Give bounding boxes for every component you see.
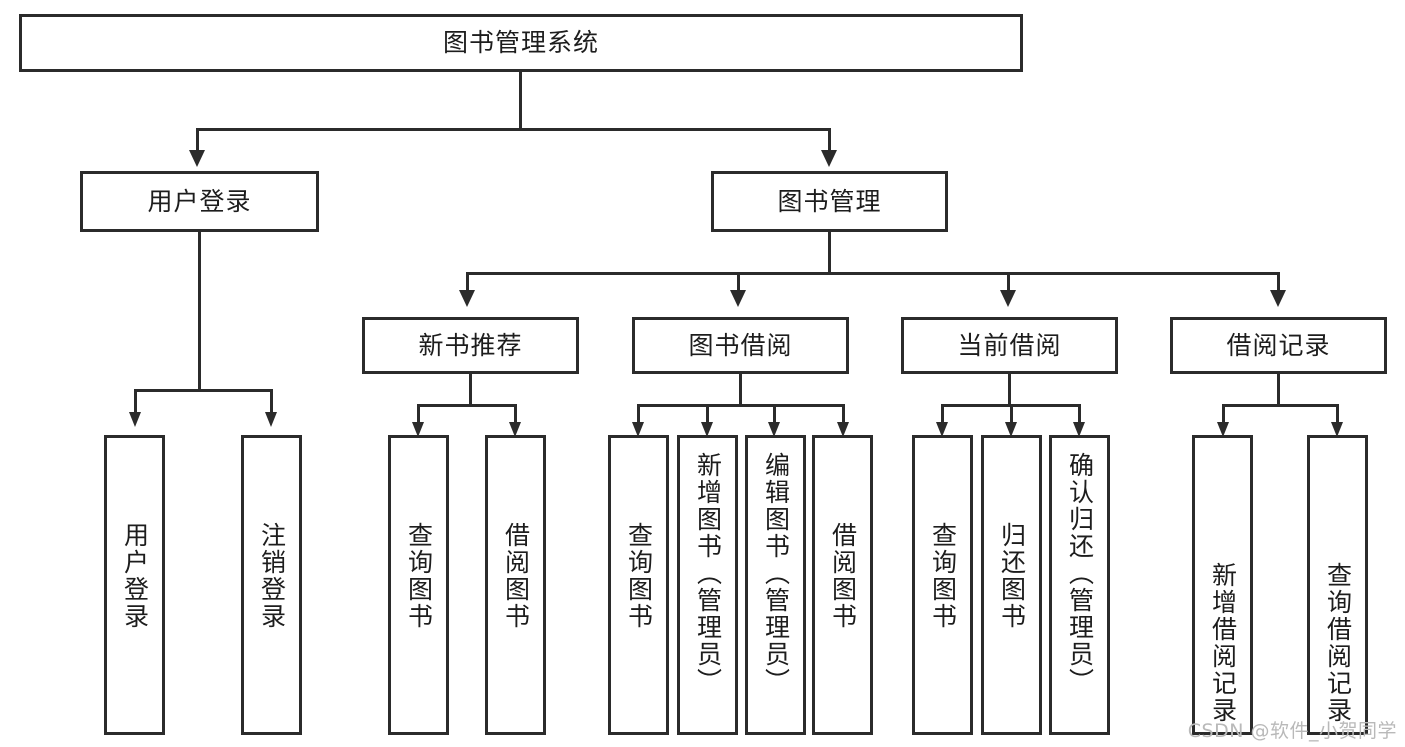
leaf-current-borrow-return-book[interactable]: 归还图书: [981, 435, 1042, 735]
leaf-user-login-user-login[interactable]: 用户登录: [104, 435, 165, 735]
arrow-cb-to-leaf-1: [936, 422, 948, 437]
connector-user-login-to-leaf-2: [270, 389, 273, 415]
connector-cb-to-leaf-1: [941, 404, 944, 426]
connector-bm-to-new-book: [466, 272, 469, 294]
leaf-label: 新增借阅记录: [1208, 562, 1238, 724]
connector-br-to-leaf-2: [1336, 404, 1339, 426]
node-new-book-recommend[interactable]: 新书推荐: [362, 317, 579, 374]
node-label: 图书管理系统: [442, 28, 599, 58]
leaf-book-borrow-add-book-admin[interactable]: 新增图书（管理员）: [677, 435, 738, 735]
connector-root-to-user-login: [196, 128, 199, 154]
arrow-root-to-user-login: [189, 150, 205, 167]
node-borrow-records[interactable]: 借阅记录: [1170, 317, 1387, 374]
connector-book-management-bus: [466, 272, 1280, 275]
arrow-bm-to-borrow-records: [1270, 290, 1286, 307]
connector-root-bus: [196, 128, 831, 131]
node-current-borrow[interactable]: 当前借阅: [901, 317, 1118, 374]
node-user-login[interactable]: 用户登录: [80, 171, 319, 232]
arrow-bm-to-current-borrow: [1000, 290, 1016, 307]
connector-new-book-bus: [417, 404, 516, 407]
leaf-label: 借阅图书: [828, 522, 858, 630]
connector-new-book-stem: [469, 374, 472, 406]
node-root-book-management-system[interactable]: 图书管理系统: [19, 14, 1023, 72]
node-book-borrow[interactable]: 图书借阅: [632, 317, 849, 374]
watermark-text: CSDN @软件_小贺同学: [1187, 720, 1397, 742]
connector-current-borrow-stem: [1008, 374, 1011, 406]
leaf-label: 借阅图书: [501, 522, 531, 630]
leaf-label: 确认归还（管理员）: [1065, 452, 1095, 695]
connector-root-to-book-management: [828, 128, 831, 154]
leaf-label: 归还图书: [997, 522, 1027, 630]
arrow-user-login-to-leaf-2: [265, 412, 277, 427]
node-label: 图书借阅: [688, 330, 793, 360]
connector-cb-to-leaf-2: [1010, 404, 1013, 426]
leaf-current-borrow-confirm-return-admin[interactable]: 确认归还（管理员）: [1049, 435, 1110, 735]
arrow-bb-to-leaf-3: [768, 422, 780, 437]
leaf-label: 注销登录: [257, 522, 287, 630]
arrow-bb-to-leaf-1: [632, 422, 644, 437]
arrow-new-book-to-leaf-1: [412, 422, 424, 437]
connector-bm-to-book-borrow: [737, 272, 740, 294]
leaf-label: 查询图书: [928, 522, 958, 630]
leaf-new-book-query-book[interactable]: 查询图书: [388, 435, 449, 735]
node-label: 当前借阅: [957, 330, 1062, 360]
leaf-borrow-records-query-record[interactable]: 查询借阅记录: [1307, 435, 1368, 735]
connector-user-login-to-leaf-1: [134, 389, 137, 415]
connector-bb-to-leaf-2: [706, 404, 709, 426]
connector-br-to-leaf-1: [1222, 404, 1225, 426]
connector-bb-to-leaf-4: [842, 404, 845, 426]
leaf-borrow-records-add-record[interactable]: 新增借阅记录: [1192, 435, 1253, 735]
arrow-root-to-book-management: [821, 150, 837, 167]
leaf-user-login-logout[interactable]: 注销登录: [241, 435, 302, 735]
connector-borrow-records-bus: [1222, 404, 1338, 407]
connector-user-login-bus: [134, 389, 273, 392]
arrow-bm-to-book-borrow: [730, 290, 746, 307]
connector-bm-to-borrow-records: [1277, 272, 1280, 294]
connector-book-borrow-stem: [739, 374, 742, 406]
arrow-br-to-leaf-2: [1331, 422, 1343, 437]
arrow-bm-to-new-book: [459, 290, 475, 307]
connector-bb-to-leaf-1: [637, 404, 640, 426]
arrow-new-book-to-leaf-2: [509, 422, 521, 437]
leaf-label: 新增图书（管理员）: [693, 452, 723, 695]
leaf-label: 用户登录: [120, 522, 150, 630]
leaf-book-borrow-edit-book-admin[interactable]: 编辑图书（管理员）: [745, 435, 806, 735]
arrow-cb-to-leaf-3: [1073, 422, 1085, 437]
connector-bm-to-current-borrow: [1007, 272, 1010, 294]
leaf-book-borrow-borrow-book[interactable]: 借阅图书: [812, 435, 873, 735]
connector-book-borrow-bus: [637, 404, 845, 407]
connector-user-login-stem: [198, 232, 201, 391]
leaf-book-borrow-query-book[interactable]: 查询图书: [608, 435, 669, 735]
arrow-cb-to-leaf-2: [1005, 422, 1017, 437]
connector-new-book-to-leaf-2: [514, 404, 517, 426]
node-label: 图书管理: [777, 186, 882, 216]
leaf-new-book-borrow-book[interactable]: 借阅图书: [485, 435, 546, 735]
leaf-label: 查询图书: [404, 522, 434, 630]
node-book-management[interactable]: 图书管理: [711, 171, 948, 232]
connector-cb-to-leaf-3: [1078, 404, 1081, 426]
connector-root-stem: [519, 72, 522, 130]
leaf-label: 查询图书: [624, 522, 654, 630]
leaf-label: 编辑图书（管理员）: [761, 452, 791, 695]
node-label: 借阅记录: [1226, 330, 1331, 360]
arrow-bb-to-leaf-4: [837, 422, 849, 437]
leaf-label: 查询借阅记录: [1323, 562, 1353, 724]
connector-bb-to-leaf-3: [773, 404, 776, 426]
node-label: 新书推荐: [418, 330, 523, 360]
node-label: 用户登录: [147, 186, 252, 216]
connector-new-book-to-leaf-1: [417, 404, 420, 426]
connector-book-management-stem: [828, 232, 831, 274]
arrow-br-to-leaf-1: [1217, 422, 1229, 437]
connector-borrow-records-stem: [1277, 374, 1280, 406]
arrow-user-login-to-leaf-1: [129, 412, 141, 427]
arrow-bb-to-leaf-2: [701, 422, 713, 437]
leaf-current-borrow-query-book[interactable]: 查询图书: [912, 435, 973, 735]
